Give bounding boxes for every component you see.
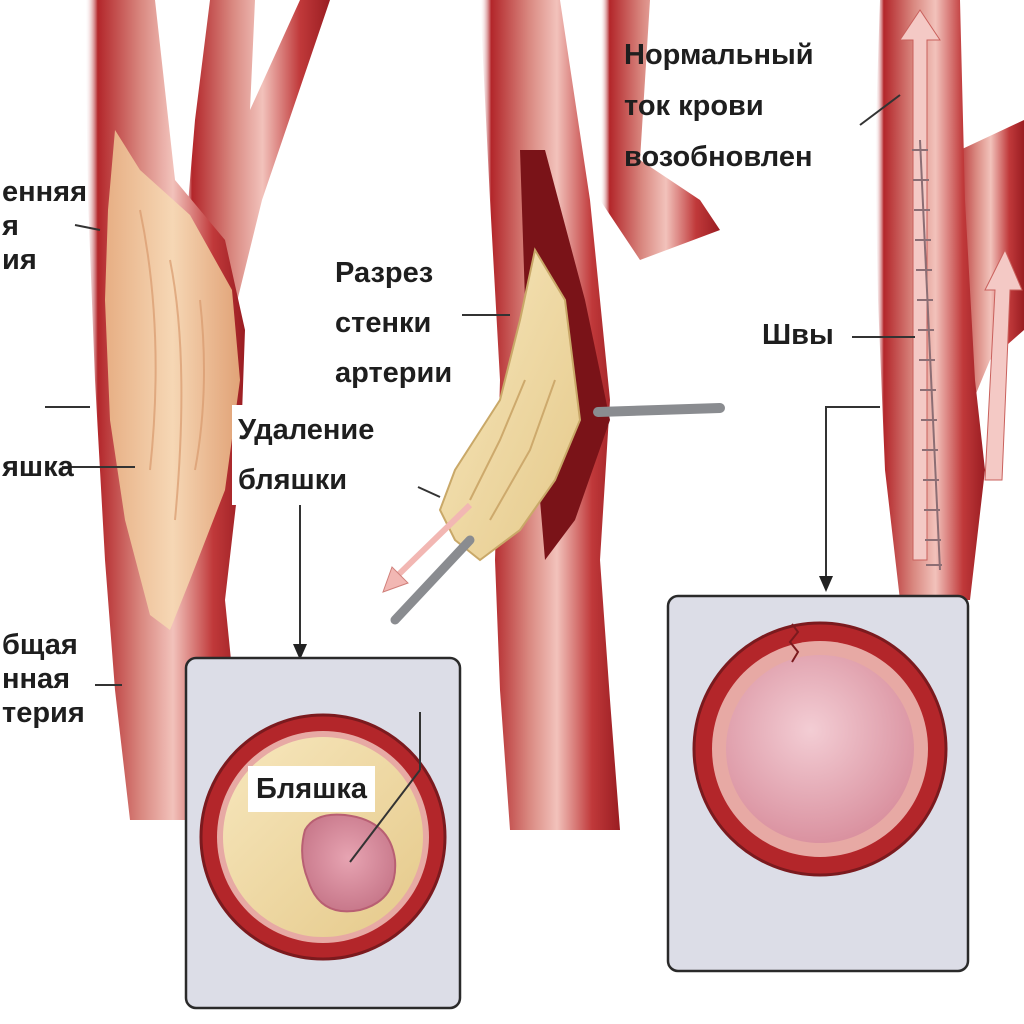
left-leader-lines (45, 224, 135, 686)
artery-with-plaque (85, 0, 330, 820)
retractor-instrument (593, 403, 725, 417)
common-carotid-line-1: бщая (2, 629, 78, 661)
internal-carotid-line-3: ия (2, 244, 37, 276)
middle-branch (600, 0, 720, 260)
common-carotid-line-2: нная (2, 663, 71, 695)
normal-flow-label: Нормальный ток крови возобновлен (624, 30, 814, 183)
common-carotid-line-3: терия (2, 697, 85, 729)
clean-cross-section-inset (666, 594, 970, 973)
normal-flow-line-3: возобновлен (624, 141, 813, 173)
internal-carotid-line-2: я (2, 210, 19, 242)
plaque-cross-section-inset (184, 656, 462, 1010)
sutures-label: Швы (762, 319, 834, 351)
plaque-deposit (105, 130, 240, 630)
clean-lumen (726, 655, 914, 843)
normal-flow-line-1: Нормальный (624, 39, 814, 71)
internal-carotid-label: енняя я ия (2, 175, 87, 277)
plaque-removal-line-2: бляшки (238, 464, 348, 496)
incision-line-2: стенки (335, 307, 432, 339)
incision-label: Разрез стенки артерии (335, 248, 452, 398)
plaque-inset-label: Бляшка (248, 766, 376, 812)
normal-flow-line-2: ток крови (624, 90, 764, 122)
incision-line-3: артерии (335, 357, 453, 389)
plaque-removal-label: Удаление бляшки (232, 405, 381, 505)
flow-arrow (899, 9, 941, 561)
flow-arrow-branch (984, 248, 1023, 481)
artery-sutured (875, 0, 1024, 600)
right-leader-lines (825, 94, 915, 580)
incision-line-1: Разрез (335, 257, 434, 289)
plaque-removal-line-1: Удаление (238, 414, 375, 446)
forceps-instrument (390, 535, 475, 625)
internal-carotid-line-1: енняя (2, 176, 88, 208)
plaque-lumen (301, 813, 397, 913)
removed-plaque (438, 247, 582, 562)
extraction-arrow (392, 502, 473, 581)
suture-line (912, 139, 942, 571)
plaque-left-label: яшка (2, 451, 74, 483)
middle-leader-lines (299, 314, 510, 650)
artery-incision (382, 0, 725, 830)
common-carotid-label: бщая нная терия (2, 628, 85, 730)
